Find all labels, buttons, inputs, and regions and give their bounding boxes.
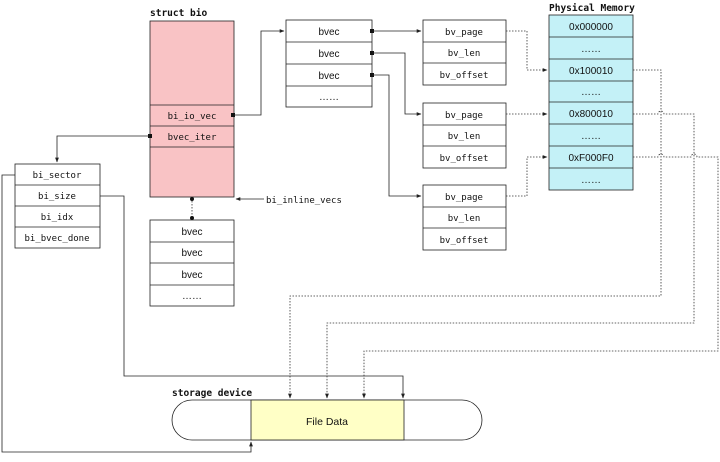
- struct-bio: bi_io_vec bvec_iter: [149, 20, 235, 198]
- bio-vec-3-box: [422, 184, 507, 251]
- io-bvec-0: bvec: [318, 27, 339, 38]
- mem-row-0: 0x000000: [569, 22, 613, 33]
- physical-memory-box: [548, 14, 634, 191]
- bv-page-3: bv_page: [445, 193, 483, 203]
- bv-page-1: bv_page: [445, 28, 483, 38]
- bio-vec-2-box: [422, 102, 507, 169]
- bv-offset-1: bv_offset: [440, 71, 489, 81]
- bio-vec-1: bv_page bv_len bv_offset: [422, 19, 507, 86]
- physical-memory: 0x000000 …… 0x100010 …… 0x800010 …… 0xF0…: [548, 14, 634, 191]
- bio-vec-3: bv_page bv_len bv_offset: [422, 184, 507, 251]
- io-vec-box: [285, 19, 373, 108]
- storage-device: File Data: [171, 399, 483, 441]
- file-data-label: File Data: [306, 416, 348, 428]
- bv-len-3: bv_len: [448, 214, 481, 224]
- mem-row-2: 0x100010: [569, 66, 613, 77]
- bvec-iter-field: bvec_iter: [168, 133, 217, 143]
- mem-row-4: 0x800010: [569, 109, 613, 120]
- mem-row-5: ……: [581, 131, 601, 142]
- bio-vec-1-box: [422, 19, 507, 86]
- storage-device-title: storage device: [172, 388, 252, 399]
- connectors: [1, 29, 422, 453]
- inline-bvec-more: ……: [182, 291, 202, 302]
- mem-row-1: ……: [581, 44, 601, 55]
- mem-row-6: 0xF000F0: [568, 153, 613, 164]
- file-data-region: [250, 399, 405, 441]
- bi-sector-field: bi_sector: [33, 171, 82, 181]
- bv-page-2: bv_page: [445, 111, 483, 121]
- io-bvec-1: bvec: [318, 49, 339, 60]
- bi-size-field: bi_size: [38, 192, 76, 202]
- bv-offset-2: bv_offset: [440, 154, 489, 164]
- io-bvec-more: ……: [319, 92, 339, 103]
- bv-len-2: bv_len: [448, 132, 481, 142]
- inline-bvec-0: bvec: [181, 227, 202, 238]
- inline-bvec-1: bvec: [181, 248, 202, 259]
- struct-bio-box: [149, 20, 235, 198]
- page-mapping-links: [288, 30, 719, 399]
- mem-row-3: ……: [581, 87, 601, 98]
- inline-bvec-2: bvec: [181, 270, 202, 281]
- bio-vec-2: bv_page bv_len bv_offset: [422, 102, 507, 169]
- physical-memory-title: Physical Memory: [549, 3, 635, 14]
- struct-bio-title: struct bio: [150, 8, 207, 19]
- bi-idx-field: bi_idx: [41, 213, 74, 223]
- mem-row-7: ……: [581, 175, 601, 186]
- io-vec-array: bvec bvec bvec ……: [285, 19, 373, 108]
- bv-offset-3: bv_offset: [440, 236, 489, 246]
- bi-bvec-done-field: bi_bvec_done: [24, 234, 89, 244]
- bi-inline-vecs-label: bi_inline_vecs: [266, 196, 342, 206]
- inline-vecs-array: bvec bvec bvec ……: [149, 219, 235, 307]
- bi-io-vec-field: bi_io_vec: [168, 112, 217, 122]
- bvec-iter-struct: bi_sector bi_size bi_idx bi_bvec_done: [14, 163, 101, 249]
- io-bvec-2: bvec: [318, 71, 339, 82]
- bv-len-1: bv_len: [448, 49, 481, 59]
